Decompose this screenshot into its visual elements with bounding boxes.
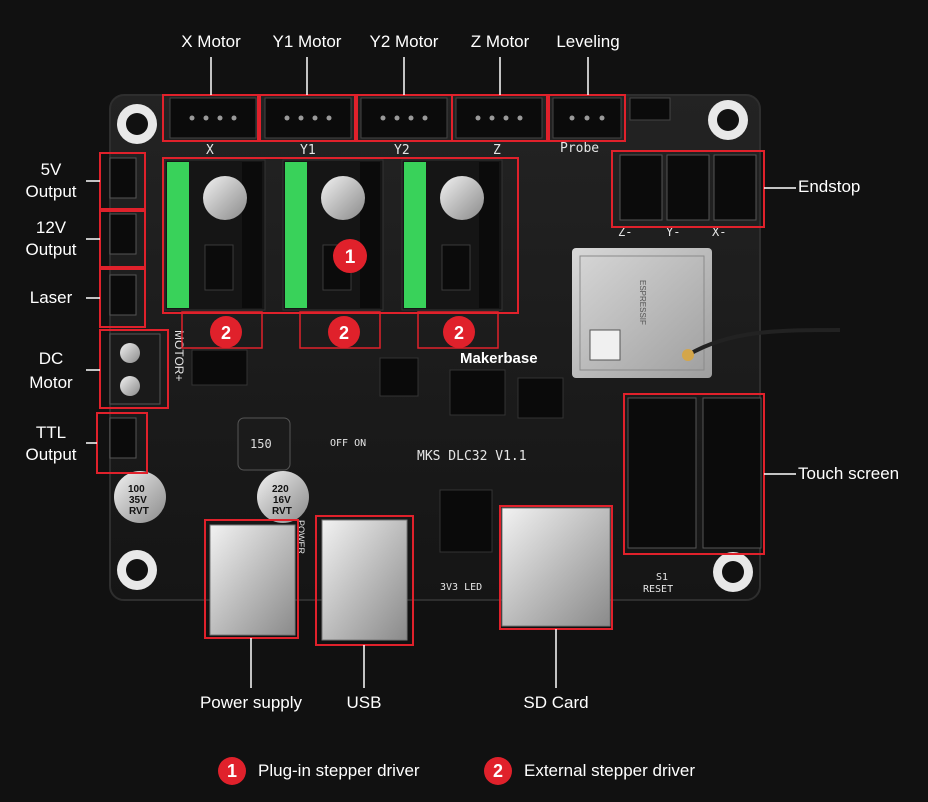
label-5v-output: Output — [25, 182, 77, 201]
legend-text-plugin: Plug-in stepper driver — [258, 761, 420, 780]
label-12v-output: Output — [25, 240, 77, 259]
silk-board-name: MKS DLC32 V1.1 — [417, 449, 527, 464]
label-dc: DC — [38, 349, 64, 368]
silk-y2: Y2 — [394, 143, 410, 158]
silk-y1: Y1 — [300, 143, 316, 158]
label-ttl: TTL — [35, 423, 67, 442]
silk-power: POWER — [296, 520, 306, 555]
label-y1-motor: Y1 Motor — [272, 32, 342, 51]
label-endstop: Endstop — [798, 177, 861, 196]
legend-text-external: External stepper driver — [524, 761, 696, 780]
label-usb: USB — [346, 693, 382, 712]
silk-cap-left-1: 100 — [128, 484, 145, 495]
silk-endstop-z: Z- — [618, 225, 632, 239]
legend-num-2: 2 — [484, 757, 512, 785]
callout-external-driver-x: 2 — [221, 323, 231, 343]
silk-inductor: 150 — [250, 437, 272, 451]
label-touch-screen: Touch screen — [798, 464, 900, 483]
silk-makerbase: Makerbase — [460, 350, 538, 367]
legend-item-plugin: 1 Plug-in stepper driver — [218, 756, 420, 786]
silk-endstop-y: Y- — [666, 225, 680, 239]
silk-probe: Probe — [560, 141, 599, 156]
label-12v: 12V — [35, 218, 67, 237]
callout-plugin-driver: 1 — [345, 247, 356, 268]
leader-lines — [86, 57, 796, 688]
silk-cap-big-2: 16V — [273, 495, 291, 506]
ic-chips — [191, 349, 564, 553]
silk-cap-left-3: RVT — [129, 506, 149, 517]
silk-cap-big-3: RVT — [272, 506, 292, 517]
silk-z: Z — [493, 143, 501, 158]
label-5v: 5V — [40, 160, 62, 179]
i2c-header — [629, 97, 671, 121]
label-laser: Laser — [29, 288, 73, 307]
silk-off-on: OFF ON — [330, 438, 366, 449]
usb-port — [321, 519, 408, 641]
label-ttl-output: Output — [25, 445, 77, 464]
silkscreen: X Y1 Y2 Z Probe Z- Y- X- Makerbase MKS D… — [128, 141, 726, 595]
silk-motor: MOTOR+ — [172, 330, 186, 381]
silk-endstop-x: X- — [712, 225, 726, 239]
label-x-motor: X Motor — [181, 32, 241, 51]
silk-cap-big-1: 220 — [272, 484, 289, 495]
silk-reset: RESET — [643, 584, 673, 595]
endstop-connectors — [619, 154, 757, 221]
legend-num-1: 1 — [218, 757, 246, 785]
esp32-module — [572, 248, 841, 378]
mounting-holes — [117, 100, 753, 592]
silk-s1: S1 — [656, 572, 668, 583]
stepper-driver-slots — [164, 159, 503, 311]
silk-espressif: ESPRESSIF — [638, 280, 647, 325]
label-y2-motor: Y2 Motor — [369, 32, 439, 51]
legend-item-external: 2 External stepper driver — [484, 756, 695, 786]
label-motor: Motor — [29, 373, 73, 392]
power-jack — [209, 524, 296, 636]
callouts: 1 2 2 2 — [181, 239, 499, 349]
callout-external-driver-z: 2 — [454, 323, 464, 343]
label-sd-card: SD Card — [523, 693, 589, 712]
silk-x: X — [206, 143, 214, 158]
sd-slot — [501, 507, 611, 627]
inductor — [237, 417, 291, 471]
touch-screen-connectors — [627, 397, 762, 549]
label-leveling: Leveling — [556, 32, 620, 51]
motor-connectors — [169, 97, 622, 139]
label-power-supply: Power supply — [199, 693, 303, 712]
capacitor-100uf — [114, 471, 166, 523]
silk-cap-left-2: 35V — [129, 495, 147, 506]
capacitor-220uf — [257, 471, 309, 523]
left-connectors — [109, 157, 161, 459]
callout-external-driver-y: 2 — [339, 323, 349, 343]
silk-led: 3V3 LED — [440, 582, 482, 593]
label-z-motor: Z Motor — [470, 32, 530, 51]
